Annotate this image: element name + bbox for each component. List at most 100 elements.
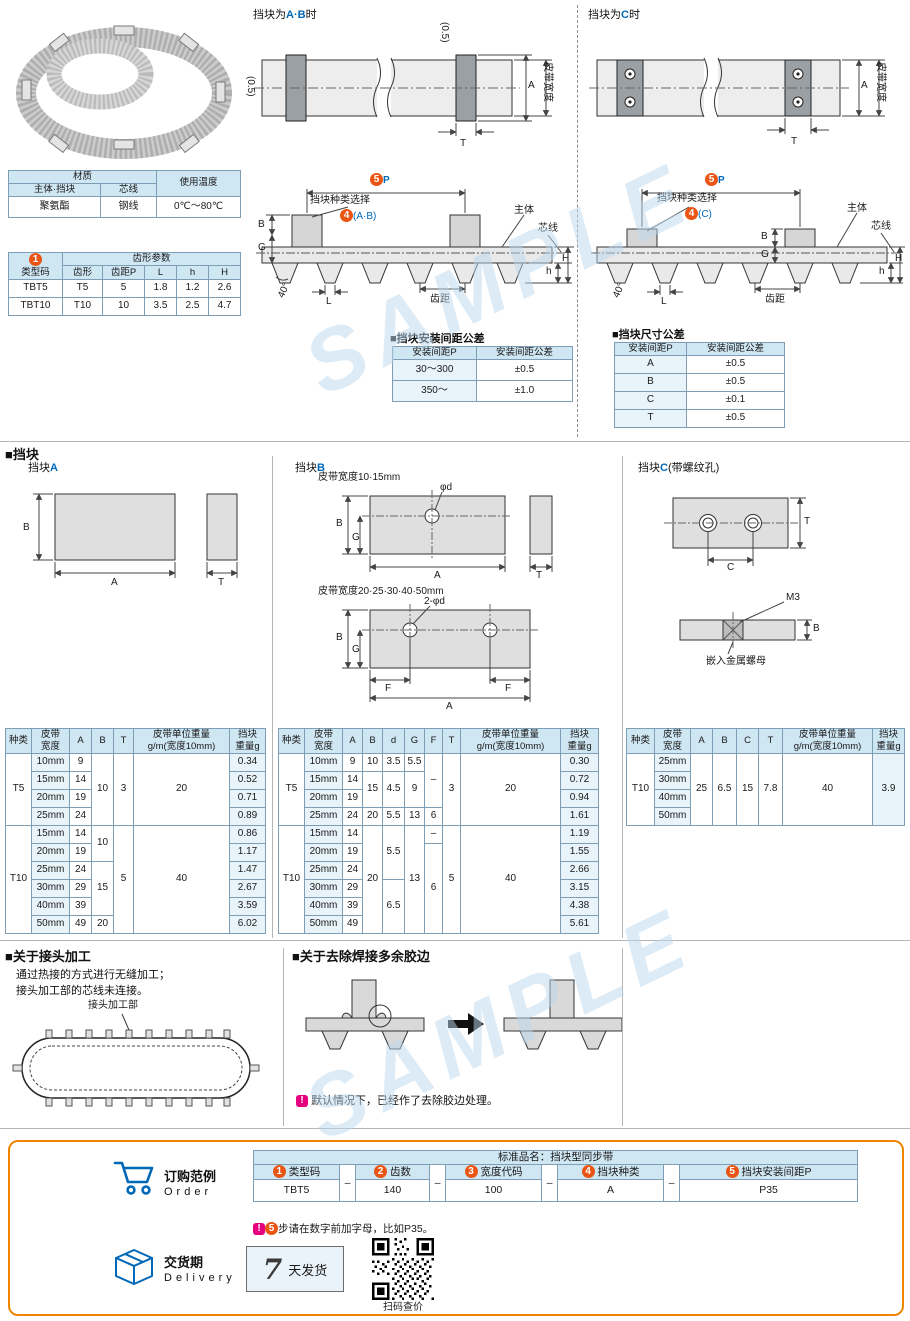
block-a-drawing bbox=[33, 493, 238, 578]
cell: 1.55 bbox=[560, 842, 599, 862]
col-header: 皮带单位重量 g/m(宽度10mm) bbox=[133, 728, 230, 754]
cell: 2.6 bbox=[207, 278, 242, 298]
cell: 19 bbox=[69, 788, 92, 808]
block-b-drawing bbox=[342, 490, 553, 702]
dim-f-label: F bbox=[385, 683, 392, 694]
cell: 5.5 bbox=[404, 752, 425, 772]
cell: 9 bbox=[69, 752, 92, 772]
title-accent: A·B bbox=[286, 9, 306, 21]
cell: 29 bbox=[342, 878, 363, 898]
order-table-title: 标准品名：挡块型同步带 bbox=[252, 1149, 859, 1166]
block-select-label: 挡块种类选择 bbox=[310, 195, 370, 206]
col-header: L bbox=[144, 265, 177, 280]
two-hole-dia-label: 2-φd bbox=[424, 596, 445, 607]
col-header: T bbox=[113, 728, 134, 754]
cell: 0.94 bbox=[560, 788, 599, 808]
col-header: 皮带 宽度 bbox=[654, 728, 691, 754]
cell: 20mm bbox=[31, 788, 70, 808]
title-accent: A bbox=[50, 462, 58, 474]
cell-type: T10 bbox=[626, 752, 655, 826]
block-c-drawing bbox=[664, 497, 812, 655]
cell: 25mm bbox=[31, 806, 70, 826]
cell: 50mm bbox=[304, 914, 343, 934]
dim-a-label: A bbox=[111, 577, 118, 588]
type-code-link[interactable]: TBT5 bbox=[8, 278, 63, 298]
belt-width-subtitle: 皮带宽度10·15mm bbox=[318, 472, 401, 483]
cell: 19 bbox=[69, 842, 92, 862]
burr-highlight-circle bbox=[368, 1004, 392, 1028]
order-field-label: 3 宽度代码 bbox=[445, 1164, 542, 1181]
cell: 3 bbox=[442, 752, 461, 826]
marker-4-icon: 4 bbox=[581, 1165, 595, 1179]
cell: 6.5 bbox=[382, 878, 405, 934]
col-header: A bbox=[690, 728, 713, 754]
delivery-days-box: 7 天发货 bbox=[246, 1246, 344, 1292]
divider bbox=[0, 940, 910, 941]
cell: – bbox=[424, 824, 443, 844]
size-tolerance-title: ■挡块尺寸公差 bbox=[612, 329, 685, 341]
delivery-label-cn: 交货期 bbox=[164, 1255, 204, 1270]
cell: 20 bbox=[362, 824, 383, 934]
block-kind-c-label: 4(C) bbox=[685, 207, 712, 221]
title-text: 挡块 bbox=[638, 462, 660, 474]
divider bbox=[577, 5, 578, 437]
core-label: 芯线 bbox=[871, 221, 891, 232]
cell: 13 bbox=[404, 824, 425, 934]
divider bbox=[283, 948, 284, 1126]
cell: 25mm bbox=[304, 806, 343, 826]
deburr-diagram bbox=[305, 979, 622, 1050]
cell: 24 bbox=[342, 860, 363, 880]
marker-3-icon: 3 bbox=[464, 1165, 478, 1179]
cell: T10 bbox=[62, 296, 103, 316]
type-code-link[interactable]: TBT10 bbox=[8, 296, 63, 316]
dim-b-label: B bbox=[761, 231, 768, 242]
cell-type: T10 bbox=[5, 824, 32, 934]
cell: 14 bbox=[342, 824, 363, 844]
dim-t-label: T bbox=[536, 570, 543, 581]
order-example-table: 标准品名：挡块型同步带 1 类型码 – 2 齿数 – 3 宽度代码 – 4 挡块… bbox=[252, 1149, 859, 1203]
col-header: 安装间距P bbox=[614, 342, 687, 356]
order-value: 140 bbox=[355, 1179, 430, 1203]
order-value: 100 bbox=[445, 1179, 542, 1203]
block-c-spec-table: 种类 皮带 宽度 A B C T 皮带单位重量 g/m(宽度10mm) 挡块 重… bbox=[626, 728, 905, 826]
cell: 4.38 bbox=[560, 896, 599, 916]
body-label: 主体 bbox=[514, 205, 534, 216]
cell: 0.34 bbox=[229, 752, 266, 772]
cell: 29 bbox=[69, 878, 92, 898]
cell: 5 bbox=[442, 824, 461, 934]
cell: 0.89 bbox=[229, 806, 266, 826]
dash-cell: – bbox=[663, 1164, 680, 1203]
cell: 1.17 bbox=[229, 842, 266, 862]
dim-t-label: T bbox=[218, 577, 225, 588]
dim-h-label: h bbox=[546, 266, 552, 277]
col-header: 齿形参数 bbox=[61, 251, 242, 267]
dim-t-label: T bbox=[804, 516, 811, 527]
col-header: 安装间距P bbox=[392, 346, 477, 360]
col-header: 芯线 bbox=[99, 182, 158, 197]
delivery-box-icon bbox=[115, 1249, 153, 1285]
cell: 40 bbox=[782, 752, 873, 826]
block-c-diagram: T C M3 B 嵌入金属螺母 bbox=[628, 470, 905, 710]
cell: 25mm bbox=[304, 860, 343, 880]
deburr-section-title: ■关于去除焊接多余胶边 bbox=[292, 949, 430, 964]
cell: 15 bbox=[736, 752, 759, 826]
dim-b-label: B bbox=[813, 623, 820, 634]
col-header: 挡块 重量g bbox=[229, 728, 266, 754]
loop-blocks bbox=[12, 1029, 260, 1107]
title-accent: C bbox=[621, 9, 629, 21]
cell: C bbox=[614, 390, 687, 410]
qr-code-image bbox=[372, 1238, 434, 1300]
cell: 40mm bbox=[31, 896, 70, 916]
col-header: 挡块 重量g bbox=[872, 728, 905, 754]
topview-ab-diagram: A 皮带宽度 T (0.5) (0.5) bbox=[245, 20, 575, 162]
cell: ±1.0 bbox=[476, 379, 573, 402]
divider bbox=[622, 456, 623, 938]
col-header: 皮带单位重量 g/m(宽度10mm) bbox=[782, 728, 873, 754]
col-header: 安装间距公差 bbox=[476, 346, 573, 360]
cell: 钢线 bbox=[99, 195, 158, 218]
col-header: 种类 bbox=[626, 728, 655, 754]
col-header: 齿形 bbox=[62, 265, 103, 280]
